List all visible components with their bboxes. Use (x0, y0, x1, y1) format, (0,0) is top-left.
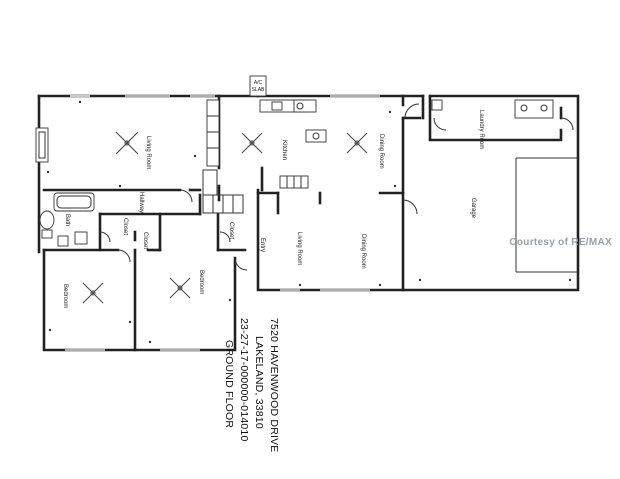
ac-slab-label-1: A/C (254, 80, 263, 86)
room-label-hallway: Hallway (138, 192, 144, 213)
parcel-text: 23-27-17-000000-014010 (238, 318, 250, 442)
floor-text: GROUND FLOOR (223, 340, 235, 429)
ac-slab: A/C SLAB (249, 75, 267, 97)
room-label-closet-2: Closet (142, 232, 148, 249)
room-label-bedroom-right: Bedroom (198, 270, 204, 294)
city-text: LAKELAND, 33810 (253, 336, 265, 429)
address-block: 7520 HAVENWOOD DRIVE LAKELAND, 33810 23-… (218, 318, 378, 478)
laundry-appliances (431, 99, 554, 119)
room-label-bath: Bath (64, 214, 70, 226)
room-label-closet-1: Closet (122, 218, 128, 235)
room-label-bedroom-left: Bedroom (62, 284, 68, 308)
room-label-dining-room-center: Dining Room (360, 234, 366, 269)
walls (37, 94, 580, 352)
bath-fixtures (39, 192, 95, 247)
room-label-garage: Garage (470, 198, 476, 219)
room-label-entry: Entry (259, 238, 265, 252)
ac-slab-label-2: SLAB (252, 87, 265, 93)
room-label-closet-3: Closet (228, 222, 234, 239)
room-label-living-room-left: Living Room (145, 136, 151, 169)
room-labels: Living Room Kitchen Dining Room Laundry … (62, 110, 484, 308)
watermark: Courtesy of RE/MAX (509, 237, 612, 248)
room-label-kitchen: Kitchen (281, 140, 287, 160)
kitchen-cabinets (206, 99, 327, 189)
room-label-laundry-room: Laundry Room (478, 110, 484, 149)
fireplace (35, 127, 49, 163)
stairs (202, 169, 244, 214)
garage-door (515, 157, 578, 273)
window-openings (65, 95, 380, 351)
doors (99, 103, 574, 271)
ceiling-fans (82, 131, 368, 304)
room-label-living-room-center: Living Room (296, 232, 302, 265)
outlets (46, 100, 572, 344)
address-text: 7520 HAVENWOOD DRIVE (268, 318, 280, 453)
room-label-dining-room-top: Dining Room (378, 134, 384, 169)
